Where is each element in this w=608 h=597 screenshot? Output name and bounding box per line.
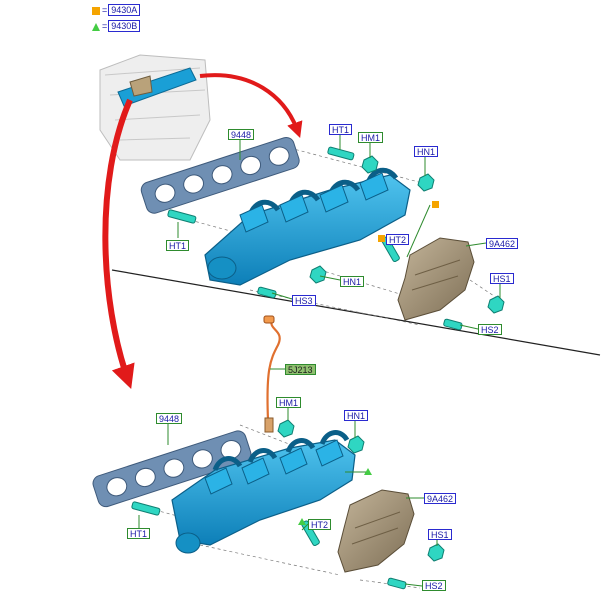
callout-lower-hs1[interactable]: HS1 xyxy=(428,529,452,540)
section-divider xyxy=(111,269,601,356)
upper-hn1-nut-bottom xyxy=(309,265,327,284)
lower-hs2-bolt xyxy=(387,577,407,590)
legend-row-9430a: =9430A xyxy=(92,4,141,16)
exhaust-temperature-sensor xyxy=(263,315,281,433)
lower-9430b-triangle-marker xyxy=(364,468,372,475)
lower-ht2-triangle-marker xyxy=(298,518,306,525)
upper-heat-shield xyxy=(397,237,475,321)
lower-exhaust-manifold xyxy=(171,430,356,554)
callout-lower-ht2[interactable]: HT2 xyxy=(308,519,332,530)
upper-hm1-nut xyxy=(361,155,379,174)
lower-hn1-nut xyxy=(347,435,365,454)
orange-square-icon xyxy=(92,6,100,15)
callout-lower-ht1[interactable]: HT1 xyxy=(127,528,151,539)
lower-hm1-nut xyxy=(277,419,295,438)
callout-upper-hn1-bottom[interactable]: HN1 xyxy=(340,276,365,287)
legend-code: 9430A xyxy=(108,4,141,16)
lower-gasket xyxy=(92,430,252,508)
callout-upper-hs1[interactable]: HS1 xyxy=(490,273,514,284)
upper-ht1-stud-left xyxy=(167,209,197,224)
upper-gasket xyxy=(140,136,300,214)
callout-lower-heat-shield[interactable]: 9A462 xyxy=(424,493,457,504)
callout-sensor[interactable]: 5J213 xyxy=(285,364,316,375)
callout-upper-gasket[interactable]: 9448 xyxy=(228,129,255,140)
callout-upper-ht2[interactable]: HT2 xyxy=(386,234,410,245)
upper-hs1-bolt xyxy=(487,295,505,314)
green-triangle-icon xyxy=(92,22,100,31)
upper-9430a-square-marker xyxy=(432,201,439,208)
red-arrow-lower xyxy=(102,98,135,390)
legend-row-9430b: =9430B xyxy=(92,20,141,32)
callout-upper-ht1-top[interactable]: HT1 xyxy=(329,124,353,135)
upper-ht1-stud-top xyxy=(327,146,355,161)
callout-lower-hm1[interactable]: HM1 xyxy=(276,397,302,408)
leader-lines xyxy=(138,133,501,587)
callout-lower-hs2[interactable]: HS2 xyxy=(422,580,446,591)
upper-hn1-nut-top xyxy=(417,173,435,192)
engine-block-thumbnail xyxy=(99,54,211,161)
callout-upper-hm1[interactable]: HM1 xyxy=(358,132,384,143)
red-arrow-upper xyxy=(199,73,303,139)
callout-upper-ht1-left[interactable]: HT1 xyxy=(166,240,190,251)
upper-ht2-square-marker xyxy=(378,235,385,242)
upper-exhaust-manifold xyxy=(204,167,411,286)
lower-ht1-stud xyxy=(131,501,161,516)
upper-guide-lines xyxy=(189,147,501,326)
legend-code: 9430B xyxy=(108,20,141,32)
callout-upper-hs3[interactable]: HS3 xyxy=(292,295,316,306)
upper-hs2-bolt xyxy=(443,318,463,331)
lower-hs1-bolt xyxy=(427,543,445,562)
callout-upper-hs2[interactable]: HS2 xyxy=(478,324,502,335)
upper-hs3-bolt xyxy=(257,286,277,299)
callout-upper-hn1-top[interactable]: HN1 xyxy=(414,146,439,157)
lower-heat-shield xyxy=(337,489,415,573)
legend-equals: = xyxy=(102,21,108,31)
callout-upper-heat-shield[interactable]: 9A462 xyxy=(486,238,519,249)
callout-lower-hn1[interactable]: HN1 xyxy=(344,410,369,421)
callout-lower-gasket[interactable]: 9448 xyxy=(156,413,183,424)
legend-equals: = xyxy=(102,5,108,15)
